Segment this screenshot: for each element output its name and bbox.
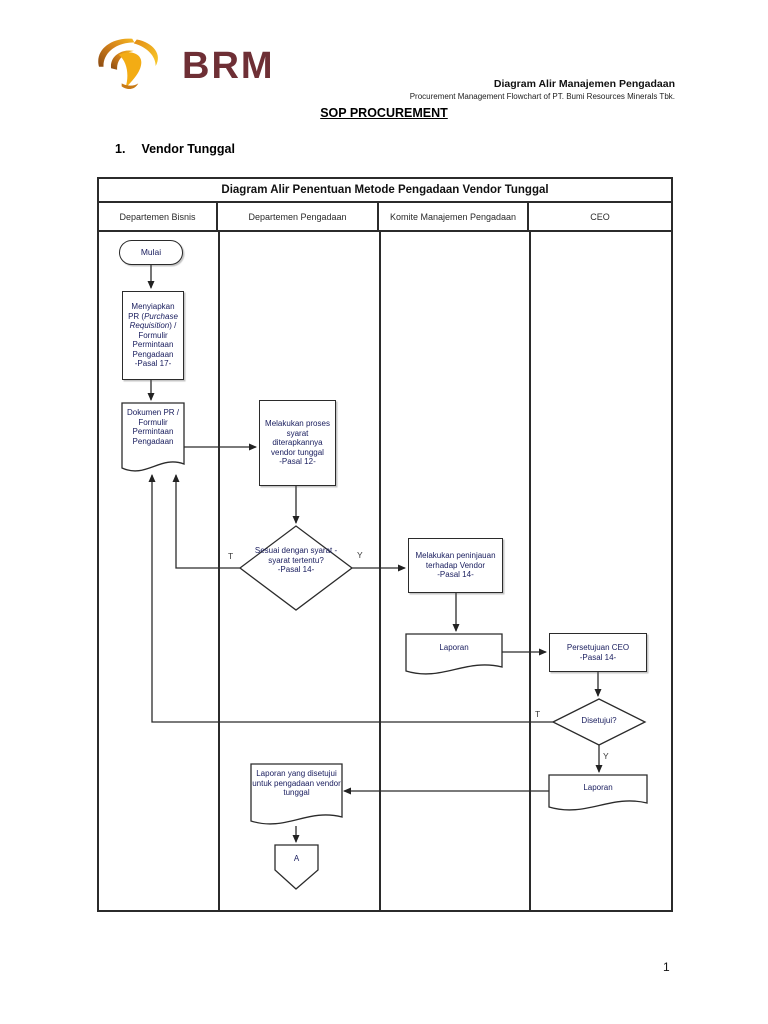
prepare-pr-node: Menyiapkan PR (Purchase Requisition) / F… bbox=[122, 291, 184, 380]
column-divider bbox=[529, 232, 531, 910]
approved-decision-shape bbox=[551, 698, 647, 746]
vendor-review-ref: -Pasal 14- bbox=[437, 570, 474, 580]
report-1-node: Laporan bbox=[439, 643, 469, 652]
header-title-id: Diagram Alir Manajemen Pengadaan bbox=[493, 78, 675, 90]
single-vendor-process-node: Melakukan proses syarat diterapkannya ve… bbox=[259, 400, 336, 486]
flowchart-connectors bbox=[121, 265, 648, 890]
column-header-departemen-pengadaan: Departemen Pengadaan bbox=[218, 203, 379, 230]
brm-swirl-icon bbox=[98, 38, 158, 90]
branch-label-t1: T bbox=[228, 551, 234, 561]
criteria-decision-node: Sesuai dengan syarat - syarat tertentu?-… bbox=[246, 546, 346, 575]
branch-label-t2: T bbox=[535, 709, 541, 719]
ceo-approval-node: Persetujuan CEO-Pasal 14- bbox=[549, 633, 647, 672]
section-heading: 1. Vendor Tunggal bbox=[115, 142, 235, 156]
criteria-decision-ref: -Pasal 14- bbox=[277, 565, 315, 574]
prepare-pr-text: Menyiapkan PR ( bbox=[128, 302, 175, 321]
section-number: 1. bbox=[115, 142, 126, 156]
flowchart-body: Mulai Menyiapkan PR (Purchase Requisitio… bbox=[99, 232, 671, 910]
document-header: Diagram Alir Manajemen Pengadaan Procure… bbox=[410, 78, 675, 101]
column-header-ceo: CEO bbox=[590, 211, 610, 222]
approved-report-shape bbox=[250, 763, 343, 825]
criteria-decision-shape bbox=[238, 525, 354, 611]
offpage-connector-shape bbox=[274, 844, 319, 890]
vendor-review-node: Melakukan peninjauan terhadap Vendor-Pas… bbox=[408, 538, 503, 593]
flowchart-title: Diagram Alir Penentuan Metode Pengadaan … bbox=[99, 179, 671, 203]
pr-document-node: Dokumen PR / Formulir Permintaan Pengada… bbox=[126, 408, 180, 446]
branch-label-y1: Y bbox=[357, 550, 363, 560]
branch-label-y2: Y bbox=[603, 751, 609, 761]
header-title-en: Procurement Management Flowchart of PT. … bbox=[409, 92, 675, 101]
page-number: 1 bbox=[663, 960, 670, 974]
approved-report-node: Laporan yang disetujui untuk pengadaan v… bbox=[252, 769, 341, 797]
brm-logo-text: BRM bbox=[182, 44, 275, 87]
column-header-departemen-bisnis: Departemen Bisnis bbox=[99, 203, 218, 230]
column-divider bbox=[218, 232, 220, 910]
start-node: Mulai bbox=[119, 240, 183, 265]
brm-logo: BRM bbox=[90, 32, 275, 100]
report-2-node: Laporan bbox=[583, 783, 613, 792]
ceo-approval-ref: -Pasal 14- bbox=[579, 652, 617, 662]
pr-document-shape bbox=[121, 402, 185, 472]
column-divider bbox=[379, 232, 381, 910]
prepare-pr-ref: -Pasal 17- bbox=[134, 359, 172, 369]
approved-decision-node: Disetujui? bbox=[581, 716, 617, 725]
offpage-connector-node: A bbox=[293, 854, 300, 863]
report-2-shape bbox=[548, 774, 648, 811]
prepare-pr-italic: Purchase Requisition bbox=[129, 311, 178, 331]
report-1-shape bbox=[405, 633, 503, 675]
flowchart-table: Diagram Alir Penentuan Metode Pengadaan … bbox=[97, 177, 673, 912]
flowchart-column-headers: Departemen Bisnis Departemen Pengadaan K… bbox=[99, 203, 671, 232]
ceo-approval-text: Persetujuan CEO bbox=[566, 643, 630, 652]
single-vendor-process-text: Melakukan proses syarat diterapkannya ve… bbox=[265, 419, 330, 457]
vendor-review-text: Melakukan peninjauan terhadap Vendor bbox=[415, 551, 496, 570]
prepare-pr-text2: ) / Formulir Permintaan Pengadaan bbox=[132, 321, 177, 359]
criteria-decision-text: Sesuai dengan syarat - syarat tertentu? bbox=[254, 546, 338, 565]
column-header-komite: Komite Manajemen Pengadaan bbox=[379, 203, 529, 230]
doc-title: SOP PROCUREMENT bbox=[320, 106, 448, 120]
single-vendor-process-ref: -Pasal 12- bbox=[279, 457, 316, 467]
section-title: Vendor Tunggal bbox=[141, 142, 235, 156]
